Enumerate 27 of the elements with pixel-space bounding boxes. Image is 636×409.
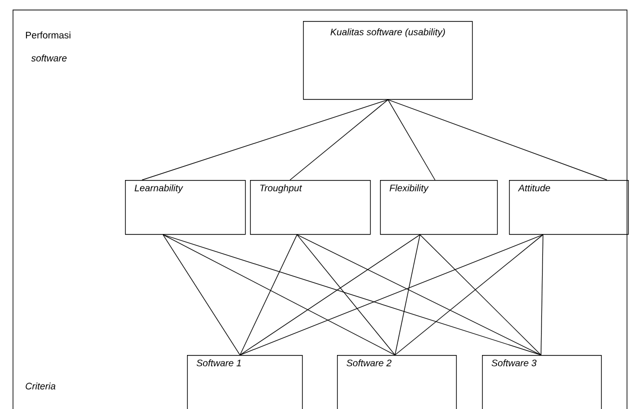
connector-line [388,99,436,180]
connector-line [296,234,396,356]
box: Kualitas software (usability) [303,21,473,100]
connector-line [540,234,544,356]
side-label: Criteria [26,382,56,390]
connector-line [420,234,542,356]
connector-line [162,234,240,356]
connector-line [142,99,388,180]
connector-line [162,234,396,356]
side-label: software [31,54,67,62]
box: Attitude [509,180,629,235]
side-label: Performasi [26,32,70,38]
connector-line [296,234,542,356]
connector-line [162,234,542,356]
connector-line [388,99,608,180]
box: Software 2 [337,355,457,409]
connector-line [240,234,298,356]
connector-line [394,234,420,356]
box: Software 1 [187,355,303,409]
box: Flexibility [380,180,498,235]
box: Learnability [125,180,246,235]
box: Software 3 [482,355,602,409]
connector-line [394,234,544,356]
box: Troughput [250,180,371,235]
connector-line [240,234,420,356]
connector-line [240,234,544,356]
connector-line [290,99,388,180]
